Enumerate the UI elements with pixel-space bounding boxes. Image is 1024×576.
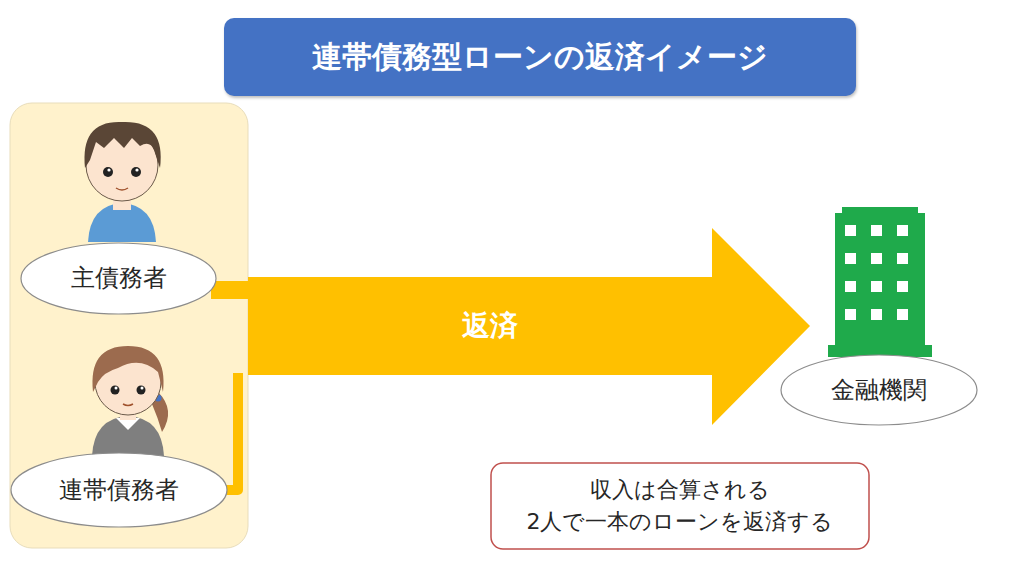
node-text: 収入は合算される bbox=[590, 474, 770, 506]
boy-figure bbox=[84, 122, 160, 242]
node-text: 2人で一本のローンを返済する bbox=[527, 506, 834, 538]
edge-label: 返済 bbox=[458, 307, 522, 345]
node-text: 主債務者 bbox=[71, 261, 167, 296]
debtor-ellipse: 連帯債務者 bbox=[10, 452, 228, 528]
group-panel bbox=[10, 103, 248, 548]
bank-ellipse: 金融機関 bbox=[780, 354, 978, 426]
note-box: 収入は合算される2人で一本のローンを返済する bbox=[490, 462, 870, 550]
bank-building bbox=[828, 207, 932, 357]
node-text: 連帯債務者 bbox=[59, 473, 179, 508]
debtor-ellipse: 主債務者 bbox=[20, 242, 217, 315]
flow-arrow bbox=[224, 373, 238, 490]
title-banner: 連帯債務型ローンの返済イメージ bbox=[224, 18, 856, 96]
flow-arrow bbox=[211, 228, 810, 425]
girl-figure bbox=[92, 346, 168, 456]
box-outline bbox=[490, 462, 870, 550]
node-text: 金融機関 bbox=[831, 373, 927, 408]
